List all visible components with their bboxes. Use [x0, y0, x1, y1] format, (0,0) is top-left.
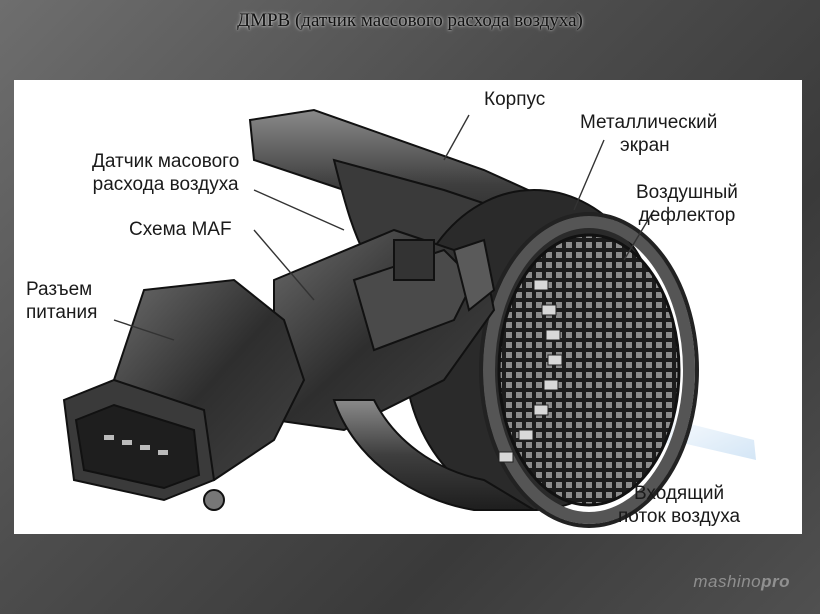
label-incoming-airflow-line2: поток воздуха	[618, 506, 741, 527]
diagram-panel: Корпус Металлический экран Датчик масово…	[14, 80, 802, 534]
label-metal-screen: Металлический экран	[580, 111, 717, 157]
label-power-connector-line2: питания	[26, 302, 98, 323]
label-incoming-airflow: Входящий поток воздуха	[618, 482, 740, 528]
label-metal-screen-line1: Металлический	[580, 112, 718, 133]
label-air-deflector-line1: Воздушный	[636, 182, 738, 203]
watermark-text-2: pro	[761, 572, 790, 591]
watermark-logo: mashinopro	[693, 572, 790, 592]
label-maf-circuit: Схема MAF	[129, 219, 232, 240]
air-deflector	[498, 279, 563, 463]
label-metal-screen-line2: экран	[620, 135, 670, 156]
slide-title: ДМРВ (датчик массового расхода воздуха)	[237, 10, 583, 31]
label-air-deflector: Воздушный дефлектор	[636, 181, 738, 227]
metal-screen-grid	[497, 233, 681, 507]
watermark-text-1: mashino	[693, 572, 762, 591]
label-air-deflector-line2: дефлектор	[638, 205, 736, 226]
label-power-connector-line1: Разъем	[26, 279, 93, 300]
label-maf-sensor-line1: Датчик масового	[92, 151, 240, 172]
label-incoming-airflow-line1: Входящий	[633, 483, 725, 504]
label-power-connector: Разъем питания	[26, 278, 97, 324]
maf-sensor-illustration	[62, 108, 756, 528]
label-housing: Корпус	[484, 89, 546, 110]
label-maf-sensor: Датчик масового расхода воздуха	[92, 150, 239, 196]
label-maf-sensor-line2: расхода воздуха	[92, 174, 239, 195]
